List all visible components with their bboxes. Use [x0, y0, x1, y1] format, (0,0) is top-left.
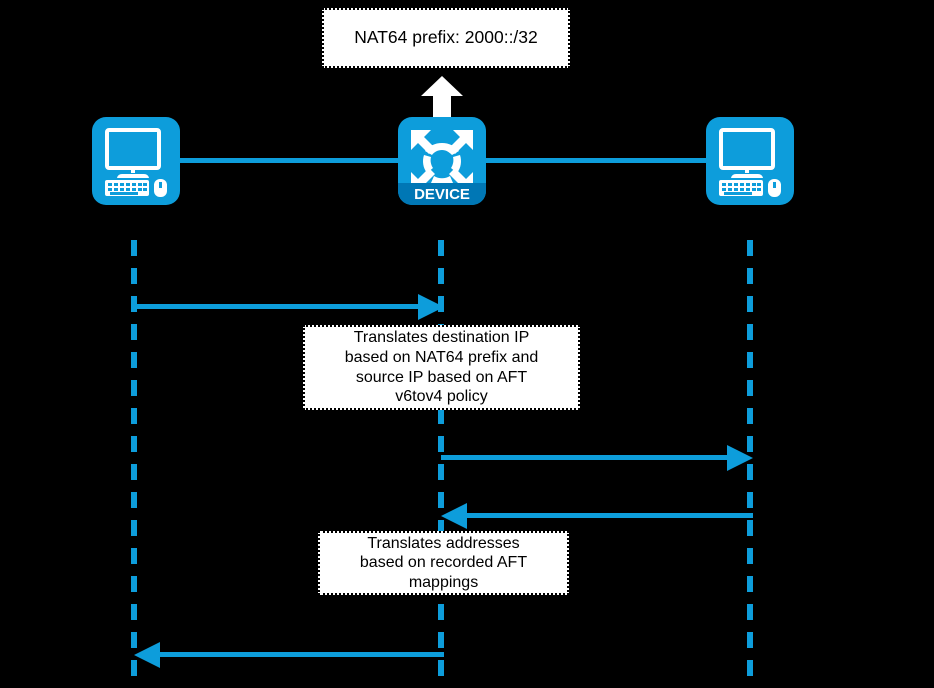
message-arrow-right-to-device — [441, 503, 753, 529]
arrow-head-left-icon — [134, 642, 160, 668]
arrow-shaft — [463, 513, 753, 518]
message-arrow-device-to-left — [134, 642, 444, 668]
network-device-icon[interactable]: DEVICE — [398, 117, 486, 205]
nat64-prefix-text: NAT64 prefix: 2000::/32 — [354, 27, 538, 48]
nat64-prefix-callout: NAT64 prefix: 2000::/32 — [322, 8, 570, 68]
device-label: DEVICE — [414, 186, 470, 203]
note-translates-addresses: Translates addresses based on recorded A… — [318, 531, 569, 595]
arrow-head-right-icon — [727, 445, 753, 471]
note-2-text: Translates addresses based on recorded A… — [359, 534, 528, 591]
lifeline-device — [438, 240, 444, 688]
link-device-to-right — [484, 158, 708, 163]
message-arrow-device-to-right — [441, 445, 753, 471]
arrow-head-right-icon — [418, 294, 444, 320]
arrow-shaft — [134, 304, 422, 309]
workstation-icon-right[interactable] — [706, 117, 794, 205]
callout-up-arrow-icon — [421, 76, 463, 122]
workstation-icon-left[interactable] — [92, 117, 180, 205]
arrow-shaft — [156, 652, 444, 657]
lifeline-left-host — [131, 240, 137, 688]
link-left-to-device — [178, 158, 400, 163]
arrow-head-left-icon — [441, 503, 467, 529]
arrow-shaft — [441, 455, 731, 460]
note-1-text: Translates destination IP based on NAT64… — [344, 329, 539, 406]
message-arrow-left-to-device — [134, 294, 444, 320]
note-translates-destination-ip: Translates destination IP based on NAT64… — [303, 325, 580, 410]
